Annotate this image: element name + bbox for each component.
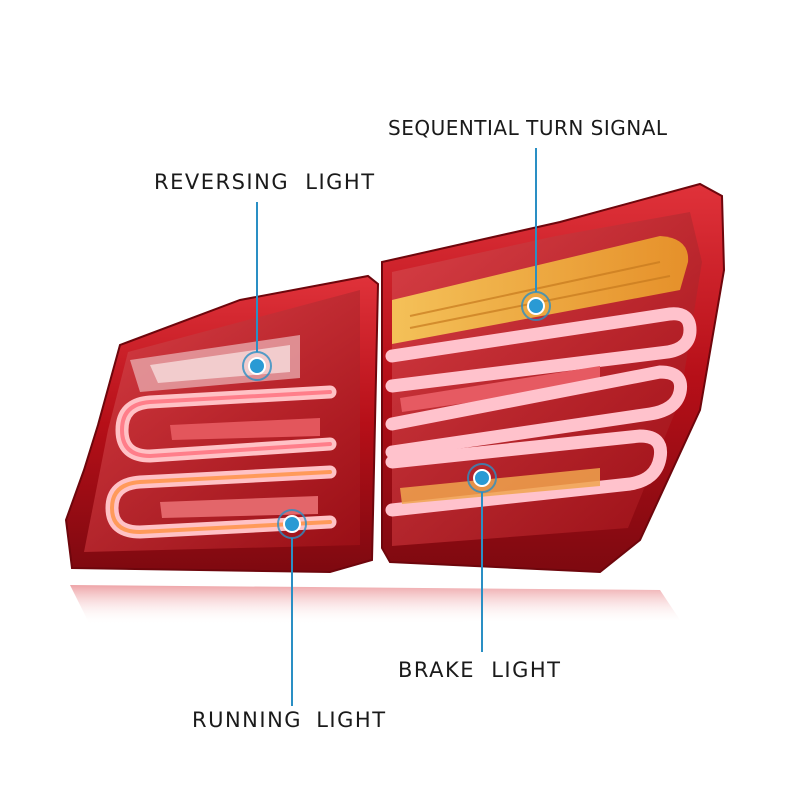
upper-light-bar-outer — [385, 307, 697, 393]
callout-sequential-turn-signal — [521, 148, 551, 321]
middle-light-bar-outer — [385, 365, 688, 459]
inner-taillight — [64, 274, 380, 574]
reversing-light-label: REVERSING LIGHT — [154, 170, 376, 194]
outer-taillight — [381, 182, 726, 574]
running-light-label: RUNNING LIGHT — [192, 708, 387, 732]
floor-reflection — [70, 585, 680, 625]
callout-reversing-light — [242, 202, 272, 381]
callout-running-light — [277, 509, 307, 706]
brake-light-bar-outer — [385, 429, 668, 517]
sequential-turn-signal-label: SEQUENTIAL TURN SIGNAL — [388, 116, 668, 140]
brake-light-label: BRAKE LIGHT — [398, 658, 562, 682]
callout-brake-light — [467, 463, 497, 652]
